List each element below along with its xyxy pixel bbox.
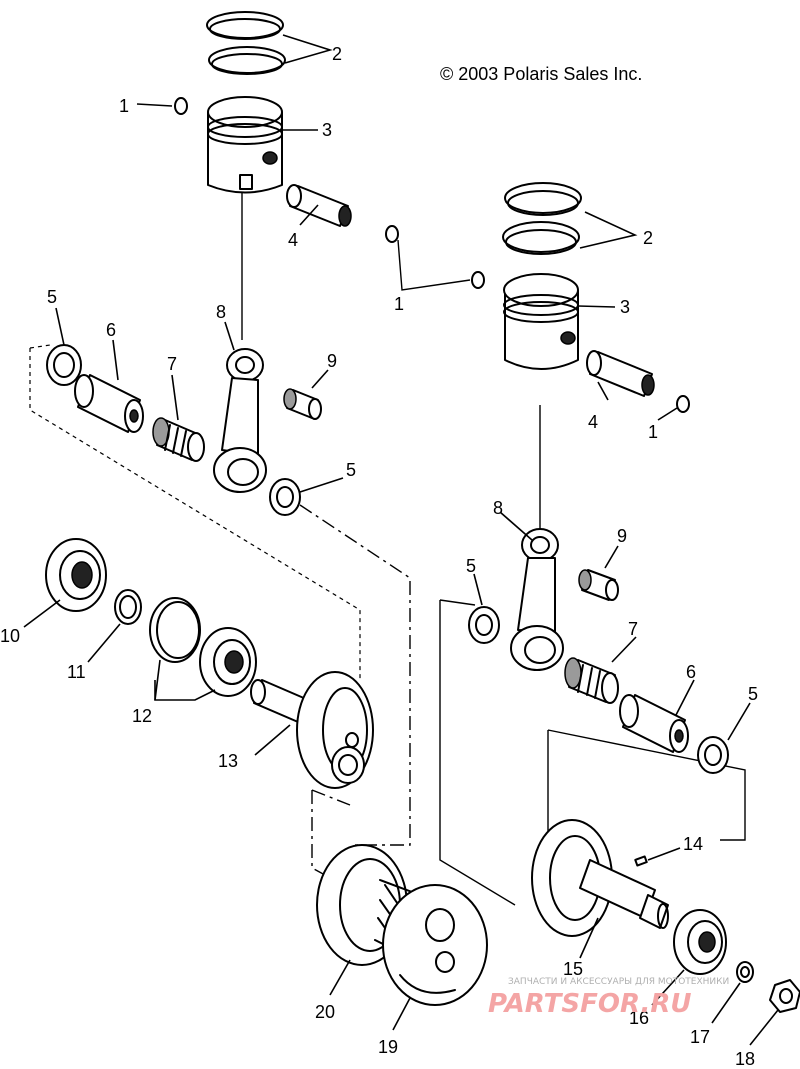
callout-17: 17 — [690, 1027, 710, 1047]
callout-5: 5 — [47, 287, 57, 307]
callout-2: 2 — [332, 44, 342, 64]
callout-19: 19 — [378, 1037, 398, 1057]
callout-8: 8 — [216, 302, 226, 322]
callout-1: 1 — [119, 96, 129, 116]
crank-pin-left — [74, 374, 144, 433]
main-bearing-right — [673, 909, 727, 975]
circlip-1d — [676, 395, 690, 413]
callout-5: 5 — [466, 556, 476, 576]
piston-pin-left — [286, 184, 352, 227]
callout-5: 5 — [346, 460, 356, 480]
callout-13: 13 — [218, 751, 238, 771]
nut — [769, 979, 800, 1013]
callout-1: 1 — [648, 422, 658, 442]
needle-bearing-right — [564, 657, 619, 704]
watermark: ЗАПЧАСТИ И АКСЕССУАРЫ ДЛЯ МОТОТЕХНИКИ PA… — [488, 977, 729, 1019]
callout-15: 15 — [563, 959, 583, 979]
piston-rings-right — [502, 182, 582, 255]
crankshaft-half-left — [250, 671, 374, 789]
callout-1: 1 — [394, 294, 404, 314]
seal-left-top — [46, 344, 82, 386]
callout-7: 7 — [628, 619, 638, 639]
callout-4: 4 — [588, 412, 598, 432]
crankshaft-half-right — [531, 819, 669, 937]
seal-left-mid — [269, 478, 301, 516]
callout-6: 6 — [106, 320, 116, 340]
needle-bearing-left — [152, 417, 205, 462]
circlip-1a — [174, 97, 188, 115]
piston-rings-left — [206, 11, 286, 75]
main-bearing-left — [45, 538, 107, 612]
seal-right-mid — [468, 606, 500, 644]
small-end-bearing-left — [283, 388, 322, 420]
callout-14: 14 — [683, 834, 703, 854]
leader-lines — [23, 34, 779, 1046]
callout-12: 12 — [132, 706, 152, 726]
washer — [736, 961, 754, 983]
callout-8: 8 — [493, 498, 503, 518]
piston-right — [503, 273, 579, 370]
snap-ring-and-bearing — [149, 597, 257, 697]
callout-3: 3 — [322, 120, 332, 140]
callout-9: 9 — [617, 526, 627, 546]
callout-20: 20 — [315, 1002, 335, 1022]
piston-left — [207, 96, 283, 194]
callout-2: 2 — [643, 228, 653, 248]
woodruff-key — [634, 855, 648, 867]
circlip-1b — [385, 225, 399, 243]
connecting-rod-right — [510, 528, 564, 671]
watermark-tagline: ЗАПЧАСТИ И АКСЕССУАРЫ ДЛЯ МОТОТЕХНИКИ — [508, 977, 729, 987]
circlip-1c — [471, 271, 485, 289]
copyright-text: © 2003 Polaris Sales Inc. — [440, 64, 642, 84]
small-end-bearing-right — [578, 569, 619, 601]
callout-10: 10 — [0, 626, 20, 646]
crank-web-19 — [382, 884, 488, 1006]
callout-4: 4 — [288, 230, 298, 250]
callout-11: 11 — [67, 662, 86, 682]
callout-3: 3 — [620, 297, 630, 317]
crank-pin-right — [619, 694, 689, 753]
callout-6: 6 — [686, 662, 696, 682]
callout-5: 5 — [748, 684, 758, 704]
piston-pin-right — [586, 350, 655, 397]
watermark-brand: PARTSFOR.RU — [488, 989, 691, 1019]
callout-16: 16 — [629, 1008, 649, 1028]
callout-9: 9 — [327, 351, 337, 371]
seal-right-end — [697, 736, 729, 774]
callout-18: 18 — [735, 1049, 755, 1069]
assembly-guide-lines — [29, 190, 746, 906]
connecting-rod-left — [213, 348, 267, 493]
callout-7: 7 — [167, 354, 177, 374]
callout-numbers: 1 2 3 4 2 3 1 4 1 5 6 7 8 9 5 8 9 5 7 6 … — [0, 44, 758, 1069]
shim-washer — [114, 589, 142, 625]
